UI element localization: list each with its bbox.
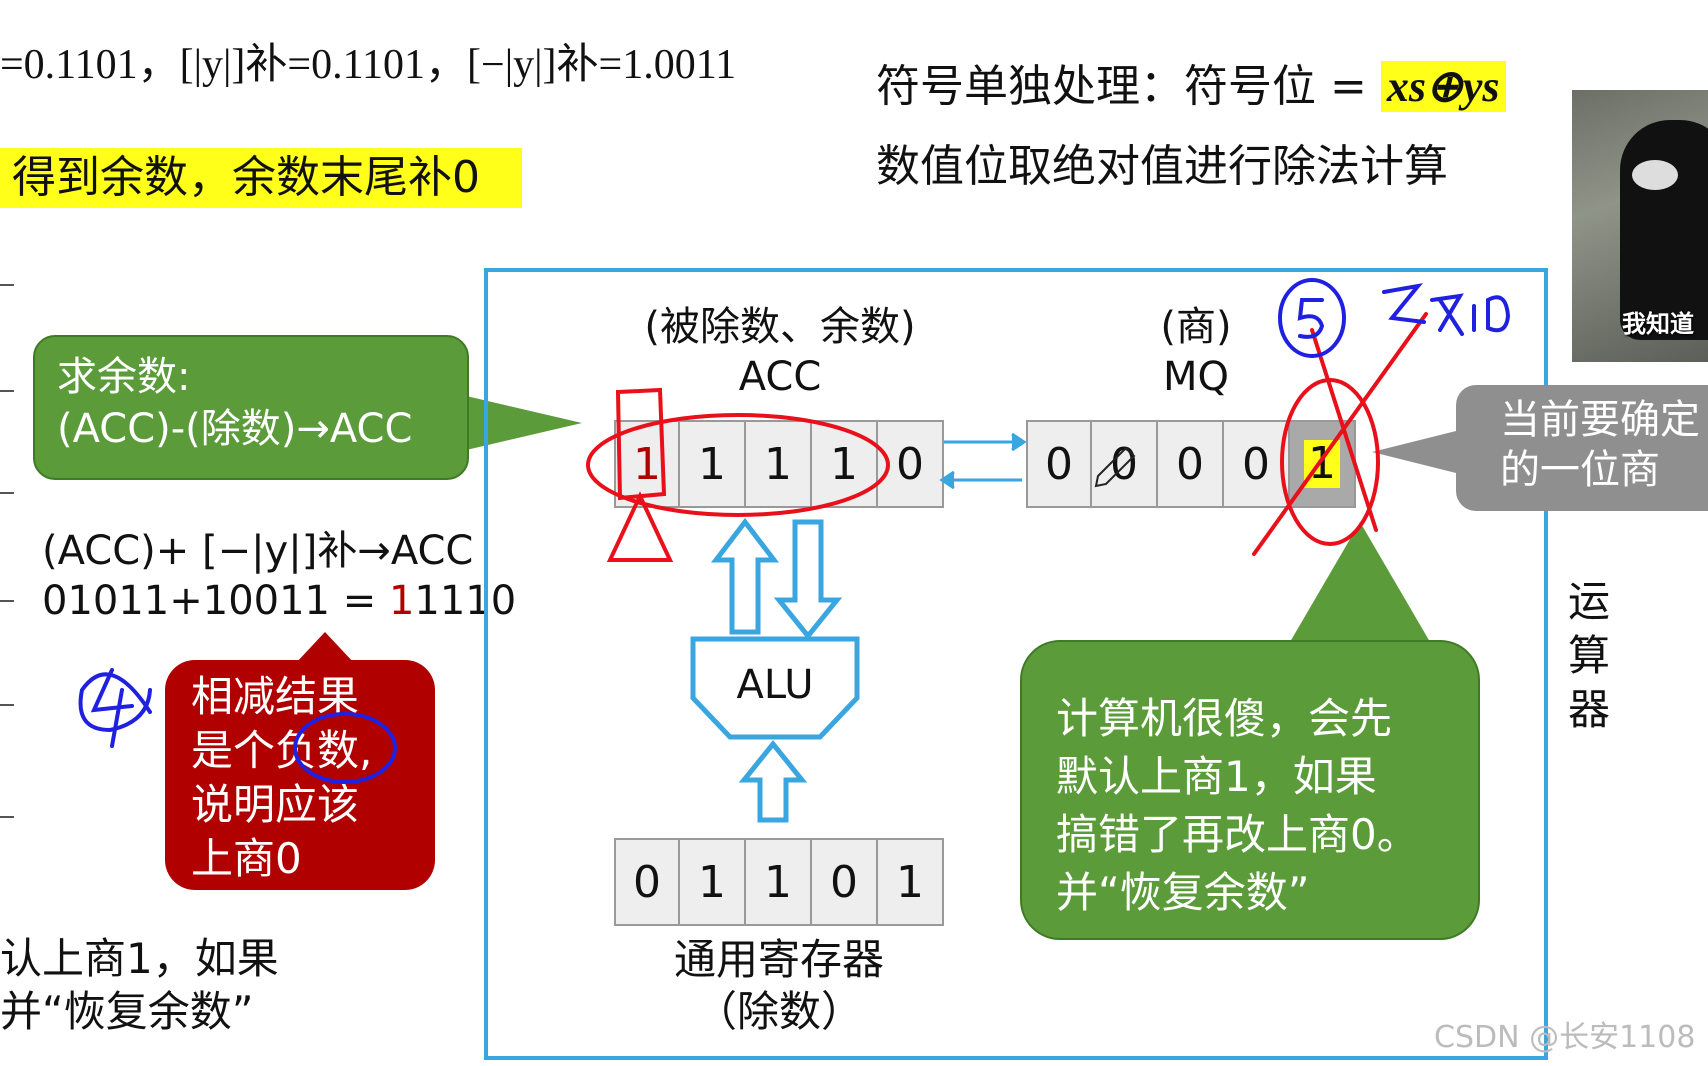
explain-callout-line: 搞错了再改上商0。 [1056,810,1419,859]
remainder-callout: 求余数: (ACC)-(除数)→ACC [33,335,469,480]
remainder-callout-title: 求余数: [57,354,191,400]
divisor-bit: 1 [680,838,746,926]
side-label-alu: 运 算 器 [1564,575,1614,737]
negative-callout-line: 说明应该 [191,780,360,829]
acc-caption: (被除数、余数) [644,304,916,350]
quotient-bit-callout: 当前要确定 的一位商 [1456,385,1708,511]
explain-callout: 计算机很傻，会先 默认上商1，如果 搞错了再改上商0。 并“恢复余数” [1020,640,1480,940]
sign-xor-expression: xs⊕ys [1380,61,1506,112]
mq-caption: (商) [1160,304,1232,350]
divisor-register-caption: 通用寄存器 （除数） [614,934,944,1038]
bear-mascot-figure [1620,120,1708,340]
acc-bit: 0 [878,420,944,508]
divisor-register: 0 1 1 0 1 [614,838,944,926]
side-label-char: 器 [1567,685,1610,734]
divisor-bit: 0 [614,838,680,926]
left-bottom-text-2: 并“恢复余数” [0,987,254,1036]
binary-calculation: 01011+10011 = 11110 [42,578,516,624]
absolute-value-rule: 数值位取绝对值进行除法计算 [876,141,1448,192]
explain-callout-line: 默认上商1，如果 [1056,752,1377,801]
tick-mark [0,492,14,494]
quotient-callout-line: 的一位商 [1500,447,1660,493]
explain-callout-tail [1290,522,1430,642]
complement-formula: =0.1101，[|y|]补=0.1101，[−|y|]补=1.0011 [0,42,737,88]
tick-mark [0,390,14,392]
acc-register: 1 1 1 1 0 [614,420,944,508]
remainder-callout-formula: (ACC)-(除数)→ACC [57,406,413,452]
left-edge-ticks [0,260,14,820]
bear-face [1632,160,1678,190]
mq-bit: 0 [1026,420,1092,508]
mq-current-quotient-bit: 1 [1290,420,1356,508]
mq-bit: 0 [1158,420,1224,508]
divisor-bit: 1 [878,838,944,926]
acc-bit: 1 [614,420,680,508]
alu-label: ALU [736,662,814,708]
explain-callout-line: 并“恢复余数” [1056,868,1310,917]
acc-bit: 1 [746,420,812,508]
acc-bit: 1 [812,420,878,508]
mascot-photo: 我知道 [1572,90,1708,362]
photo-caption: 我知道 [1622,310,1694,338]
tick-mark [0,816,14,818]
acc-bit: 1 [680,420,746,508]
left-bottom-text-1: 认上商1，如果 [0,934,279,983]
quotient-callout-tail [1372,430,1460,474]
alu-diagram-frame [484,268,1548,1060]
mq-register: 0 0 0 0 1 [1026,420,1356,508]
negative-callout-tail [295,632,355,664]
quotient-callout-line: 当前要确定 [1500,397,1700,443]
calc-sign-digit: 1 [388,578,415,624]
mq-bit: 0 [1092,420,1158,508]
divisor-bit: 1 [746,838,812,926]
negative-callout-line: 相减结果 [191,672,360,721]
negative-callout-line: 是个负数, [191,726,373,775]
step4-digit-mark [90,668,134,748]
divisor-caption-title: 通用寄存器 [673,935,884,984]
step4-circle-icon [78,672,152,733]
explain-callout-line: 计算机很傻，会先 [1056,694,1393,743]
sign-rule: 符号单独处理：符号位 = xs⊕ys [876,50,1506,114]
acc-name: ACC [738,354,822,400]
tick-mark [0,284,14,286]
side-label-char: 运 [1567,577,1610,626]
side-label-char: 算 [1567,631,1610,680]
negative-result-callout: 相减结果 是个负数, 说明应该 上商0 [165,660,435,890]
tick-mark [0,600,14,602]
acc-add-formula: (ACC)+ [−|y|]补→ACC [42,528,474,574]
acc-label: (被除数、余数) ACC [620,302,940,402]
remainder-note: 得到余数，余数末尾补0 [0,148,522,208]
watermark: CSDN @长安1108 [1434,1020,1696,1055]
calc-prefix: 01011+10011 = [42,578,389,624]
tick-mark [0,704,14,706]
alu-shape [690,636,860,740]
sign-rule-label: 符号单独处理：符号位 = [876,61,1367,112]
remainder-callout-tail [462,395,582,451]
mq-name: MQ [1163,354,1229,400]
negative-callout-line: 上商0 [191,834,302,883]
mq-label: (商) MQ [1146,302,1246,402]
divisor-caption-sub: （除数） [694,987,863,1036]
mq-bit: 0 [1224,420,1290,508]
divisor-bit: 0 [812,838,878,926]
calc-suffix: 1110 [414,578,517,624]
